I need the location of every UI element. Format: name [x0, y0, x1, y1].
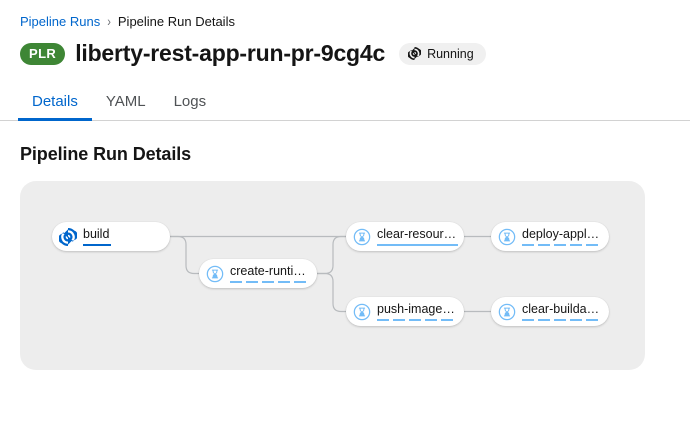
hourglass-icon: [353, 303, 371, 321]
tab-details[interactable]: Details: [18, 93, 92, 121]
pipeline-task-node-create-runtime[interactable]: create-runti…: [199, 259, 317, 288]
pipeline-task-label: create-runti…: [230, 264, 308, 283]
pipeline-task-label: deploy-appl…: [522, 227, 602, 246]
hourglass-icon: [498, 303, 516, 321]
breadcrumb: Pipeline Runs › Pipeline Run Details: [0, 0, 690, 30]
hourglass-icon: [353, 228, 371, 246]
status-badge-label: Running: [427, 46, 474, 61]
tab-bar: Details YAML Logs: [0, 85, 690, 121]
pipeline-task-label: build: [83, 227, 112, 246]
pipeline-graph-edges: [170, 235, 491, 313]
tab-yaml[interactable]: YAML: [105, 93, 146, 110]
pipeline-task-node-clear-resources[interactable]: clear-resour…: [346, 222, 464, 251]
pipeline-task-node-push-image[interactable]: push-image…: [346, 297, 464, 326]
page-header: PLR liberty-rest-app-run-pr-9cg4c Runnin…: [0, 30, 690, 67]
hourglass-icon: [206, 265, 224, 283]
pipeline-task-node-build[interactable]: build: [52, 222, 170, 251]
pipeline-task-label: clear-resour…: [377, 227, 459, 246]
hourglass-icon: [498, 228, 516, 246]
pipeline-task-node-deploy-application[interactable]: deploy-appl…: [491, 222, 609, 251]
status-badge[interactable]: Running: [399, 42, 486, 65]
breadcrumb-link-pipeline-runs[interactable]: Pipeline Runs: [20, 14, 101, 29]
section-title: Pipeline Run Details: [20, 144, 192, 164]
breadcrumb-separator-icon: ›: [107, 14, 111, 30]
page-title: liberty-rest-app-run-pr-9cg4c: [75, 40, 386, 66]
sync-running-icon: [58, 227, 78, 246]
breadcrumb-current: Pipeline Run Details: [117, 14, 235, 29]
pipeline-graph[interactable]: build create-runti… clear-resour…: [20, 181, 645, 370]
resource-kind-badge: PLR: [20, 42, 66, 65]
tab-logs[interactable]: Logs: [173, 93, 207, 110]
pipeline-task-node-clear-buildah-cache[interactable]: clear-builda…: [491, 297, 609, 326]
pipeline-task-label: push-image…: [377, 302, 457, 321]
sync-icon: [408, 47, 422, 60]
pipeline-task-label: clear-builda…: [522, 302, 602, 321]
